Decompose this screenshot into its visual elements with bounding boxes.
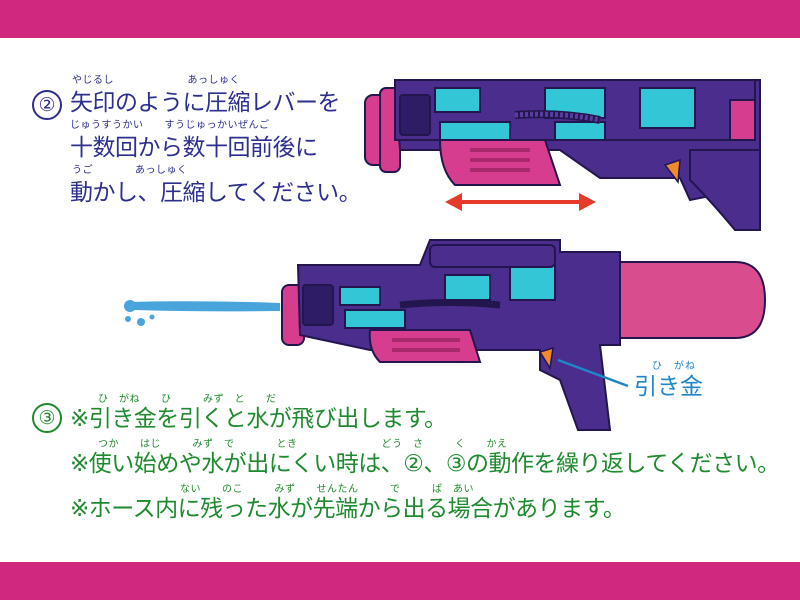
top-banner [0,0,800,38]
step-3-ruby-1: ひ がね ひ みず と だ [98,394,277,405]
bottom-banner [0,562,800,600]
step-3-ruby-3: ない のこ みず せんたん で ば あい [180,484,474,495]
trigger-label-ruby: ひ がね [652,361,696,372]
step-2-line-3: 動かし、圧縮してください。 [70,180,362,206]
top-gun [364,79,761,231]
water-spray [124,300,280,326]
step-2-ruby-2: じゅうすうかい すうじゅっかいぜんご [70,120,270,131]
step-3-number: ③ [32,403,62,433]
step-2-number: ② [32,90,62,120]
step-3-line-2: ※使い始めや水が出にくい時は、②、③の動作を繰り返してください。 [70,451,780,477]
step-2-line-1: 矢印のように圧縮レバーを [70,90,341,116]
step-2-ruby-1: やじるし あっしゅく [72,75,240,86]
step-3-line-1: ※引き金を引くと水が飛び出します。 [70,406,447,432]
step-3-line-3: ※ホース内に残った水が先端から出る場合があります。 [70,496,626,522]
step-2-line-2: 十数回から数十回前後に [70,135,318,161]
step-3-ruby-2: つか はじ みず で とき どう さ く かえ [98,439,508,450]
step-2-ruby-3: うご あっしゅく [72,165,188,176]
trigger-label: 引き金 [634,374,703,400]
